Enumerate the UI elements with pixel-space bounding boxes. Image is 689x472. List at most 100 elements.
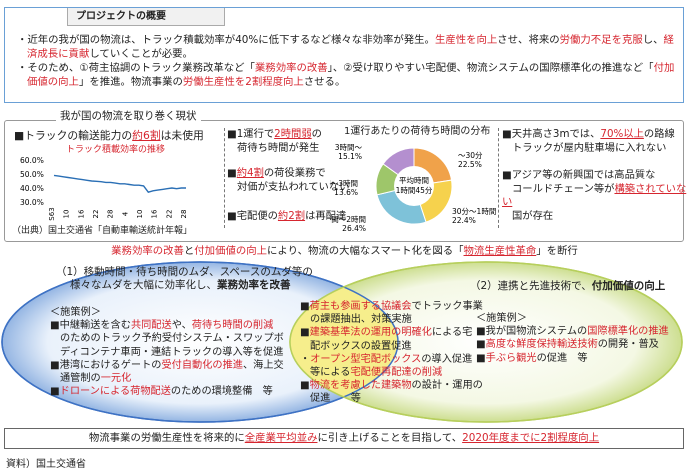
overview-title: プロジェクトの概要 — [67, 8, 225, 26]
pie-value-label: 26.4% — [342, 224, 366, 233]
case-text: 通管制の — [60, 373, 101, 385]
overview-highlight: 労働生産性を2割程度向上 — [182, 76, 304, 88]
mid-highlight: 約2割 — [277, 210, 306, 222]
case-text: でトラック事業 — [411, 301, 483, 312]
right-text: 国が存在 — [512, 209, 554, 222]
pie-center-label: 平均時間 — [399, 175, 429, 185]
overview-box: プロジェクトの概要 ・近年の我が国の物流は、トラック積載効率が40%に低下するな… — [4, 7, 684, 103]
banner-highlight: 物流生産性革命 — [463, 245, 537, 257]
left-heading-text: ■トラックの輸送能力の — [14, 129, 133, 142]
case-text: 、海上交 — [243, 359, 284, 371]
right-item-1: ■天井高さ3mでは、70%以上の路線 トラックが屋内駐車場に入れない — [502, 128, 675, 155]
banner-highlight: 付加価値の向上 — [194, 245, 268, 257]
chart-source: （出典）国土交通省「自動車輸送統計年報」 — [12, 226, 193, 236]
case-text: の開発・普及 — [597, 339, 659, 351]
banner-highlight: 業務効率の改善 — [111, 245, 184, 257]
overview-highlight: 済成長に貢献 — [27, 48, 90, 60]
cases-label: ＜施策例＞ — [476, 313, 527, 324]
pie-label: 2時間～3時間 — [330, 179, 358, 188]
case-text: の導入促進 — [421, 353, 473, 365]
goal-highlight: 2020年度までに2割程度向上 — [462, 432, 600, 444]
pie-center — [394, 166, 434, 206]
overlap-items: ■荷主も参画する協議会でトラック事業 の課題抽出、対策実施 ■建築基準法の運用の… — [300, 300, 483, 406]
right-text: の路線 — [643, 128, 675, 140]
overview-highlight: 付加 — [653, 62, 675, 74]
left-heading: ■トラックの輸送能力の約6割は未使用 — [14, 129, 204, 143]
case-text: ■我が国物流システムの — [476, 326, 588, 338]
x-tick-label: 16 — [77, 209, 85, 218]
right-highlight: 70%以上 — [600, 128, 644, 140]
goal-text: 物流事業の労働生産性を将来的に — [88, 432, 245, 444]
overview-highlight: 業務効率の改善 — [254, 62, 328, 74]
right-text: ■アジア等の新興国では高品質な — [502, 169, 656, 181]
x-tick-label: 4 — [121, 211, 129, 216]
right-text: ■天井高さ3mでは、 — [502, 128, 601, 140]
overview-highlight: 経 — [663, 34, 674, 46]
right-highlight: 構築されていない — [502, 182, 687, 209]
case-highlight: 荷主も参画する協議会 — [309, 301, 412, 312]
case-text: ・ — [300, 353, 311, 365]
case-highlight: 建築基準法の運用の明確化 — [309, 327, 432, 339]
mid-text: の荷役業務で — [263, 167, 326, 179]
x-tick-label: 10 — [63, 210, 71, 219]
overview-highlight: 生産性を向上 — [434, 34, 498, 46]
right-heading-text: （2）連携と先進技術で、 — [470, 280, 592, 292]
right-circle-heading: （2）連携と先進技術で、付加価値の向上 — [470, 280, 665, 293]
left-circle-cases: ＜施策例＞ ■中継輸送を含む共同配送や、荷待ち時間の削減 のためのトラック予約受… — [50, 306, 284, 398]
case-text: のためのトラック予約受付システム・スワップボ — [60, 333, 284, 345]
case-highlight: 手ぶら観光 — [485, 352, 537, 364]
banner: 業務効率の改善と付加価値の向上により、物流の大幅なスマート化を図る「物流生産性革… — [0, 244, 689, 258]
banner-text: と — [183, 245, 195, 257]
mid-text: は再配達 — [305, 210, 347, 222]
case-text: ■ — [300, 327, 310, 339]
right-text: コールドチェーン等が — [512, 182, 615, 195]
case-text: 等による — [310, 367, 351, 379]
overview-text: させる。 — [303, 76, 346, 88]
y-tick-label: 30.0% — [20, 198, 44, 207]
banner-text: により、物流の大幅なスマート化を図る「 — [267, 245, 464, 257]
overview-text: していくことが必要。 — [89, 48, 193, 60]
overview-line-2: 済成長に貢献していくことが必要。 — [27, 47, 193, 61]
case-text: ■中継輸送を含む — [50, 320, 131, 332]
pie-value-label: 22.5% — [458, 160, 482, 169]
case-text: の課題抽出、対策実施 — [310, 314, 412, 326]
case-highlight: 共同配送 — [130, 320, 172, 332]
mid-highlight: 約4割 — [236, 167, 264, 179]
case-highlight: 荷待ち時間の削減 — [191, 320, 274, 332]
pie-chart: 平均時間 1時間45分 ～30分22.5%30分～1時間22.4%1時間～2時間… — [330, 143, 496, 233]
divider — [224, 128, 225, 228]
y-tick-label: 50.0% — [20, 170, 44, 179]
divider — [498, 128, 499, 228]
overview-text: 」、②受け取りやすい宅配便、物流システムの国際標準化の推進など「 — [327, 62, 654, 74]
left-heading-text: 様々なムダを大幅に効率化し、 — [70, 279, 217, 292]
overview-line-4: 価値の向上」を推進。物流事業の労働生産性を2割程度向上させる。 — [27, 75, 345, 89]
line-chart-title: トラック積載効率の推移 — [66, 145, 166, 155]
case-text: 促進 等 — [310, 393, 361, 405]
case-text: による宅 — [431, 327, 473, 339]
y-tick-label: 60.0% — [20, 156, 44, 165]
x-tick-label: 28 — [107, 210, 115, 219]
case-text: ■ — [50, 386, 60, 398]
pie-label: 1時間～2時間 — [330, 215, 366, 224]
case-text: の設計・運用の — [411, 380, 483, 392]
overview-text: し、 — [642, 34, 664, 46]
right-item-2: ■アジア等の新興国では高品質な コールドチェーン等が構築されていない 国が存在 — [502, 169, 689, 223]
case-text: ■ — [300, 380, 310, 392]
x-tick-label: 22 — [92, 210, 100, 219]
pie-title: 1運行あたりの荷待ち時間の分布 — [344, 126, 491, 137]
overview-text: させ、将来の — [497, 34, 560, 46]
case-text: ディコンテナ車両・連結トラックの導入等を促進 — [60, 346, 284, 358]
right-heading-bold: 付加価値の向上 — [591, 280, 666, 292]
mid-item-3: ■宅配便の約2割は再配達 — [227, 210, 346, 224]
situation-title: 我が国の物流を取り巻く現状 — [56, 108, 201, 123]
case-highlight: 受付自動化の推進 — [161, 359, 244, 371]
case-text: の促進 等 — [536, 352, 588, 364]
mid-text: の — [311, 128, 322, 140]
overview-text: 」を推進。物流事業の — [78, 76, 183, 88]
pie-center-value: 1時間45分 — [396, 186, 433, 195]
case-highlight: オープン型宅配ボックス — [310, 353, 422, 365]
right-circle-cases: ＜施策例＞ ■我が国物流システムの国際標準化の推進 ■高度な鮮度保持輸送技術の開… — [476, 312, 669, 365]
overview-text: ・近年の我が国の物流は、トラック積載効率が40%に低下するなど様々な非効率が発生… — [17, 34, 435, 46]
